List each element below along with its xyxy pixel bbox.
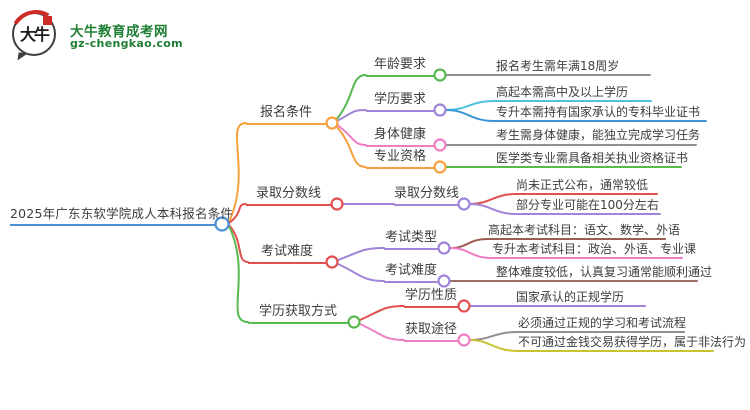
logo-mark-icon: 大牛 [4, 4, 68, 68]
nature-node-circle[interactable] [457, 299, 471, 313]
subtopic-diploma-nature[interactable]: 学历性质 [404, 287, 458, 308]
connector-difficulty-to-examtype [337, 247, 385, 261]
connector-difficulty-to-examdiff [337, 263, 385, 282]
leaf-nature-detail[interactable]: 国家承认的正规学历 [516, 290, 625, 304]
subtopic-exam-difficulty[interactable]: 考试难度 [384, 262, 438, 283]
cutoff-node-circle[interactable] [330, 197, 344, 211]
leaf-cutoff-detail-1[interactable]: 尚未正式公布，通常较低 [516, 178, 649, 192]
health-node-circle[interactable] [433, 138, 447, 152]
connector-registration-to-qualification [335, 125, 367, 168]
difficulty-node-circle[interactable] [325, 255, 339, 269]
branch-diploma-acquisition[interactable]: 学历获取方式 [248, 303, 348, 324]
logo-bubble-tail [17, 52, 28, 62]
leaf-examdiff-detail[interactable]: 整体难度较低，认真复习通常能顺利通过 [496, 265, 713, 279]
leaf-education-detail-1[interactable]: 高起本需高中及以上学历 [496, 85, 629, 99]
brand-name: 大牛教育成考网 [70, 24, 168, 40]
education-node-circle[interactable] [433, 103, 447, 117]
qualification-node-circle[interactable] [433, 160, 447, 174]
subtopic-age-requirement[interactable]: 年龄要求 [366, 56, 434, 77]
subtopic-acquisition-path[interactable]: 获取途径 [404, 321, 458, 342]
connector-root-to-cutoff [228, 203, 247, 224]
leaf-qualification-detail[interactable]: 医学类专业需具备相关执业资格证书 [496, 151, 689, 165]
subtopic-cutoff-score[interactable]: 录取分数线 [394, 185, 459, 206]
subtopic-education-requirement[interactable]: 学历要求 [366, 91, 434, 112]
branch-cutoff-score[interactable]: 录取分数线 [246, 185, 331, 206]
registration-node-circle[interactable] [325, 116, 339, 130]
connector-root-to-registration [228, 122, 247, 223]
examdiff-node-circle[interactable] [437, 274, 451, 288]
subtopic-physical-health[interactable]: 身体健康 [366, 126, 434, 147]
connector-root-to-diploma [228, 225, 249, 323]
leaf-examtype-detail-2[interactable]: 专升本考试科目：政治、外语、专业课 [492, 242, 697, 256]
subtopic-exam-type[interactable]: 考试类型 [384, 229, 438, 250]
site-logo: 大牛 大牛教育成考网 gz-chengkao.com [4, 4, 242, 68]
connector-registration-to-education [336, 109, 367, 122]
leaf-path-detail-2[interactable]: 不可通过金钱交易获得学历，属于非法行为 [518, 335, 747, 349]
leaf-line-path-2 [469, 339, 714, 352]
leaf-line-cutoff-2 [469, 203, 661, 215]
brand-url: gz-chengkao.com [70, 37, 183, 50]
leaf-line-edu-2 [445, 109, 707, 122]
leaf-path-detail-1[interactable]: 必须通过正规的学习和考试流程 [518, 316, 687, 330]
branch-exam-difficulty[interactable]: 考试难度 [248, 243, 326, 264]
leaf-health-detail[interactable]: 考生需身体健康，能独立完成学习任务 [496, 128, 701, 142]
subtopic-professional-qualification[interactable]: 专业资格 [366, 148, 434, 169]
leaf-education-detail-2[interactable]: 专升本需持有国家承认的专科毕业证书 [496, 105, 701, 119]
cutoff2-node-circle[interactable] [457, 197, 471, 211]
connector-diploma-to-path [359, 323, 405, 341]
connector-root-to-difficulty [228, 224, 249, 263]
leaf-line-examtype-2 [449, 247, 683, 259]
path-node-circle[interactable] [457, 333, 471, 347]
leaf-age-detail[interactable]: 报名考生需年满18周岁 [496, 59, 620, 73]
connector-registration-to-age [335, 74, 367, 121]
age-node-circle[interactable] [433, 68, 447, 82]
branch-registration-conditions[interactable]: 报名条件 [246, 104, 326, 125]
connector-registration-to-health [336, 124, 367, 146]
diploma-node-circle[interactable] [347, 315, 361, 329]
logo-mark-text: 大牛 [19, 25, 50, 44]
mindmap-root-node[interactable]: 2025年广东东软学院成人本科报名条件 [10, 205, 233, 226]
leaf-examtype-detail-1[interactable]: 高起本考试科目：语文、数学、外语 [488, 223, 681, 237]
connector-diploma-to-nature [359, 305, 405, 321]
examtype-node-circle[interactable] [437, 241, 451, 255]
root-node-circle[interactable] [214, 216, 230, 232]
leaf-cutoff-detail-2[interactable]: 部分专业可能在100分左右 [516, 198, 659, 212]
logo-seal-icon [43, 16, 52, 25]
